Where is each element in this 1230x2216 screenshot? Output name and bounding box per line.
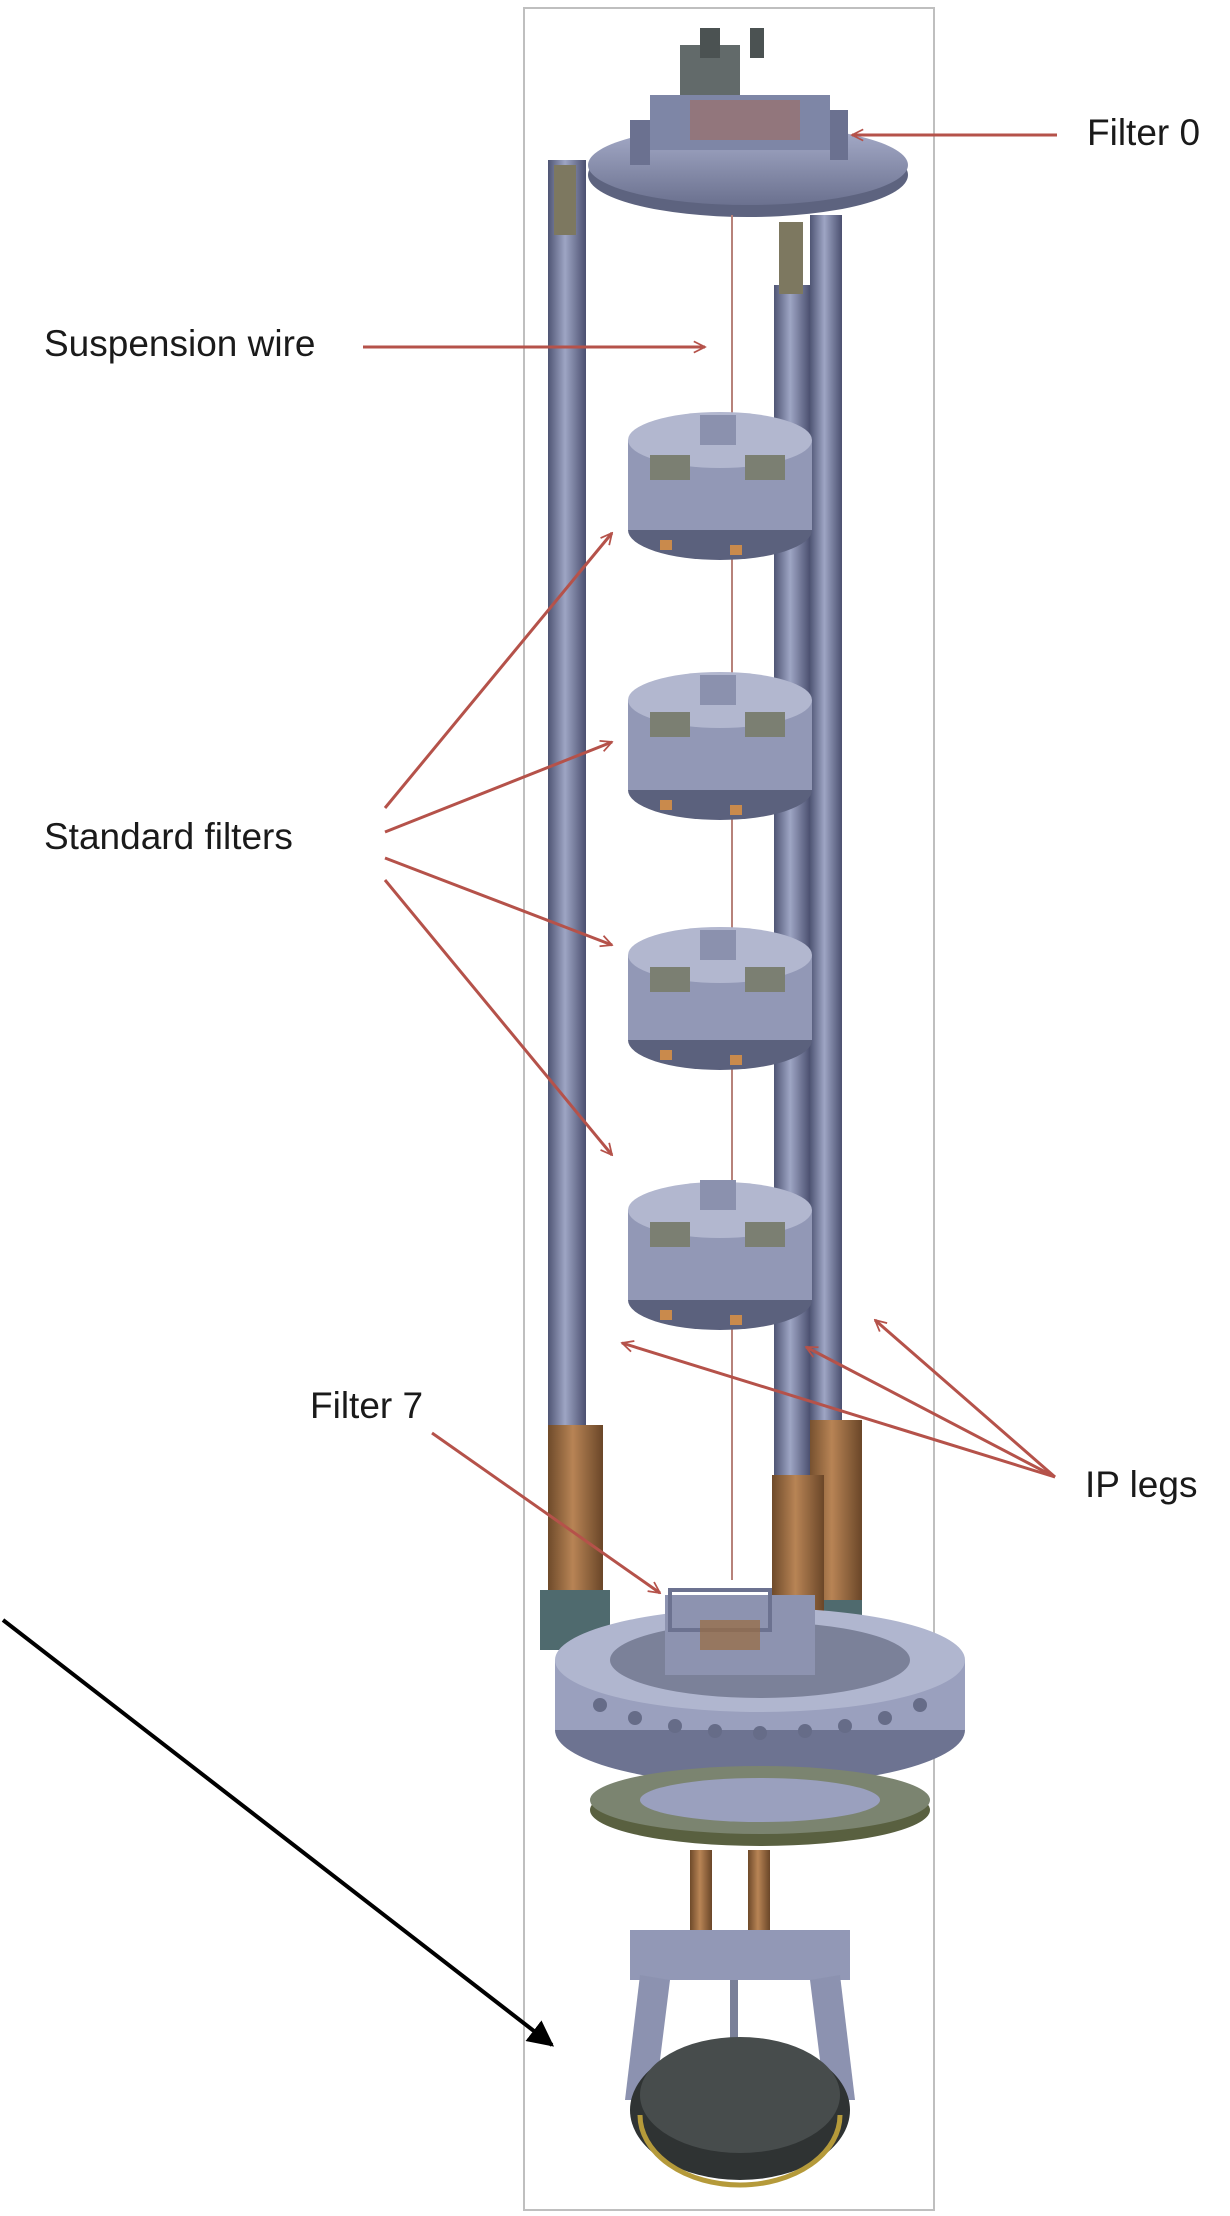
- arrow-ip-leg-2: [806, 1345, 1056, 1479]
- label-standard-filters: Standard filters: [44, 816, 293, 857]
- arrow-ip-leg-1: [622, 1343, 1056, 1479]
- arrow-filter-7: [431, 1431, 660, 1595]
- standard-filters: [628, 412, 812, 1330]
- arrow-standard-filter-1: [383, 533, 612, 809]
- standard-filter-3: [628, 927, 812, 1070]
- standard-filter-2: [628, 672, 812, 820]
- arrow-standard-filter-2: [384, 742, 612, 834]
- callout-arrows: [1, 135, 1057, 2047]
- payload: [625, 1850, 855, 2188]
- arrow-ip-leg-3: [875, 1320, 1056, 1479]
- arrow-standard-filter-3: [384, 856, 612, 945]
- figure-frame: [523, 7, 935, 2211]
- label-suspension-wire: Suspension wire: [44, 323, 316, 364]
- arrow-standard-filter-4: [383, 879, 612, 1155]
- filter-0-plate: [588, 28, 908, 217]
- standard-filter-4: [628, 1180, 812, 1330]
- arrow-payload: [1, 1618, 555, 2047]
- label-filter-0: Filter 0: [1087, 112, 1201, 153]
- label-filter-7: Filter 7: [310, 1385, 424, 1426]
- standard-filter-1: [628, 412, 812, 560]
- label-ip-legs: IP legs: [1085, 1464, 1198, 1505]
- filter-7-base: [555, 1588, 965, 1846]
